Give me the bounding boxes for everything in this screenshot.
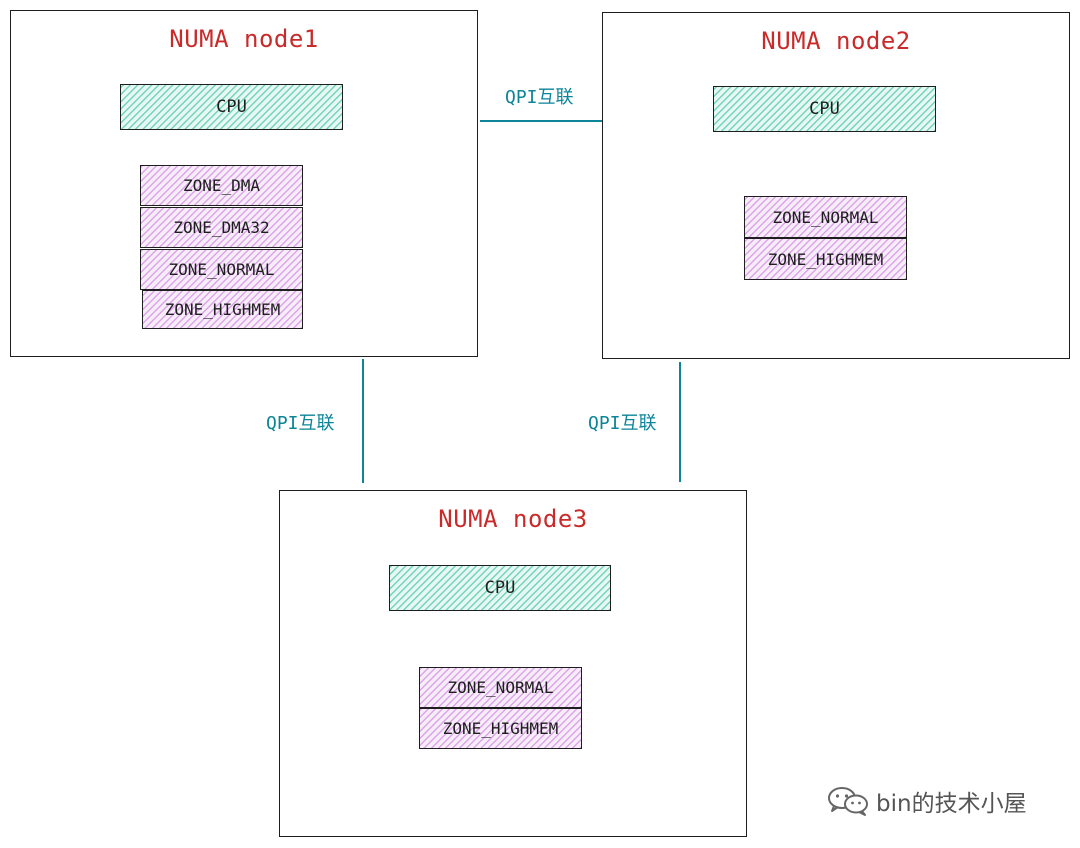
- node1-zone-normal: ZONE_NORMAL: [140, 249, 303, 290]
- node2-zone-normal: ZONE_NORMAL: [744, 196, 907, 238]
- node3-zone-normal: ZONE_NORMAL: [419, 667, 582, 708]
- watermark: bin的技术小屋: [826, 784, 1027, 818]
- watermark-text: bin的技术小屋: [876, 791, 1027, 817]
- node3-zone-highmem: ZONE_HIGHMEM: [419, 708, 582, 749]
- numa-node1-box: NUMA node1 CPU ZONE_DMA ZONE_DMA32 ZONE_…: [10, 10, 478, 357]
- qpi-link-node1-node2: [480, 120, 602, 122]
- numa-node2-title: NUMA node2: [761, 27, 911, 55]
- node3-cpu-block: CPU: [389, 565, 611, 611]
- node1-zone-highmem: ZONE_HIGHMEM: [142, 290, 303, 329]
- numa-node1-title: NUMA node1: [169, 25, 319, 53]
- numa-node3-box: NUMA node3 CPU ZONE_NORMAL ZONE_HIGHMEM: [279, 490, 747, 837]
- node1-zone-dma32: ZONE_DMA32: [140, 207, 303, 248]
- qpi-label-node1-node2: QPI互联: [505, 87, 574, 108]
- node1-cpu-block: CPU: [120, 84, 343, 130]
- qpi-link-node1-node3: [362, 359, 364, 483]
- node1-zone-dma: ZONE_DMA: [140, 165, 303, 206]
- qpi-label-node2-node3: QPI互联: [588, 413, 657, 434]
- wechat-icon: [826, 785, 870, 817]
- numa-node3-title: NUMA node3: [438, 505, 588, 533]
- node2-zone-highmem: ZONE_HIGHMEM: [744, 238, 907, 280]
- qpi-label-node1-node3: QPI互联: [266, 413, 335, 434]
- qpi-link-node2-node3: [679, 362, 681, 482]
- numa-node2-box: NUMA node2 CPU ZONE_NORMAL ZONE_HIGHMEM: [602, 12, 1070, 359]
- node2-cpu-block: CPU: [713, 86, 936, 132]
